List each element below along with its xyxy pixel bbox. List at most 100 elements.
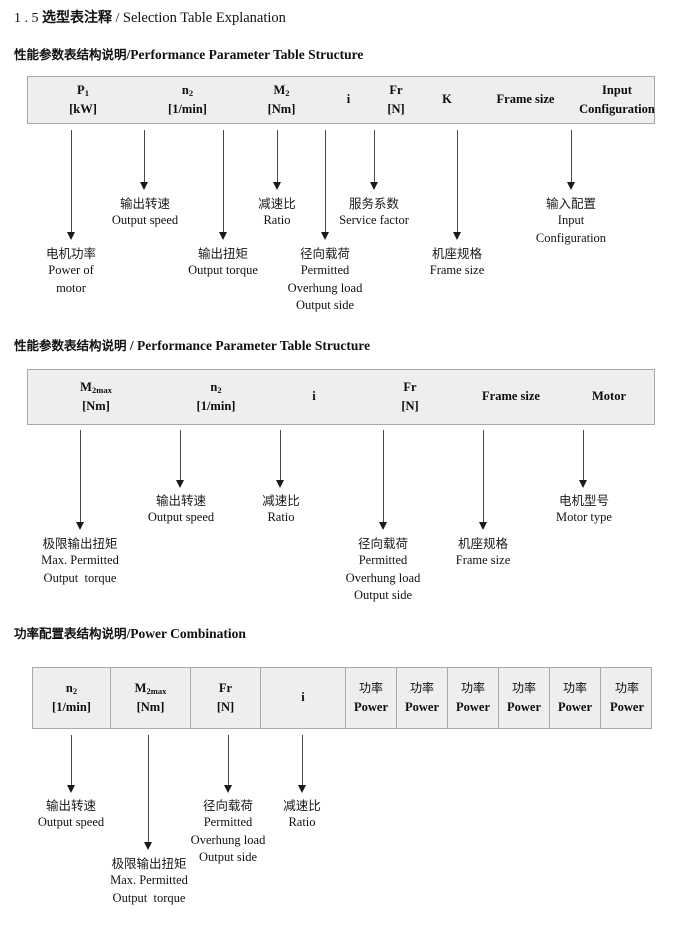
table-3-col-power-4: 功率 Power bbox=[499, 668, 550, 728]
table-3-col-i-symbol: i bbox=[301, 690, 305, 705]
annotation-ratio-3-cn: 减速比 bbox=[283, 798, 321, 813]
table-3-col-i: i bbox=[261, 668, 346, 728]
table-1-col-n2-unit: [1/min] bbox=[168, 102, 207, 116]
annotation-permitted-overhung-load-en-2: Overhung load bbox=[287, 280, 363, 295]
table-2-col-i-symbol: i bbox=[312, 389, 316, 404]
section-3-subheading-en: Power Combination bbox=[130, 626, 246, 641]
section-3-subheading-cn: 功率配置表结构说明 bbox=[14, 626, 127, 641]
table-1-col-frame-size-symbol: Frame size bbox=[496, 92, 555, 107]
table-1-col-fr: Fr [N] bbox=[371, 77, 421, 123]
arrow-to-permitted-overhung-load-3 bbox=[224, 735, 233, 793]
annotation-permitted-overhung-load-2-en-3: Output side bbox=[354, 587, 412, 602]
annotation-frame-size: 机座规格 Frame size bbox=[430, 245, 485, 280]
annotation-service-factor-cn: 服务系数 bbox=[348, 196, 400, 211]
annotation-permitted-overhung-load-2-en-2: Overhung load bbox=[345, 570, 421, 585]
arrow-to-ratio-3 bbox=[298, 735, 307, 793]
annotation-frame-size-2: 机座规格 Frame size bbox=[456, 535, 511, 570]
table-3-col-power-2: 功率 Power bbox=[397, 668, 448, 728]
table-1-col-p1-symbol: P1 bbox=[77, 82, 89, 98]
arrow-to-ratio bbox=[273, 130, 282, 190]
section-1-subheading-cn: 性能参数表结构说明 bbox=[14, 47, 127, 62]
annotation-output-speed-2-cn: 输出转速 bbox=[155, 493, 206, 508]
table-2-col-motor-symbol: Motor bbox=[591, 389, 626, 404]
arrow-to-service-factor bbox=[370, 130, 379, 190]
table-2-col-i: i bbox=[268, 370, 360, 424]
annotation-max-permitted-output-torque-cn: 极限输出扭矩 bbox=[42, 536, 118, 551]
table-2-col-n2-symbol: n2 bbox=[210, 379, 222, 395]
annotation-permitted-overhung-load-3-cn: 径向载荷 bbox=[202, 798, 254, 813]
table-2-col-n2-unit: [1/min] bbox=[196, 399, 236, 413]
table-1-col-k: K bbox=[421, 77, 473, 123]
annotation-ratio-3-en-1: Ratio bbox=[288, 815, 316, 830]
table-1-col-n2: n2 [1/min] bbox=[138, 77, 237, 123]
annotation-service-factor: 服务系数 Service factor bbox=[339, 195, 409, 230]
table-2-col-m2max: M2max [Nm] bbox=[28, 370, 164, 424]
annotation-output-speed-2: 输出转速 Output speed bbox=[148, 492, 214, 527]
arrow-to-permitted-overhung-load bbox=[321, 130, 330, 240]
page-title-number: 1 . 5 bbox=[14, 11, 39, 26]
section-1-subheading-sep: / bbox=[126, 47, 131, 62]
table-3-col-power-3-en: Power bbox=[455, 699, 490, 714]
annotation-power-of-motor-cn: 电机功率 bbox=[45, 246, 97, 261]
arrow-to-frame-size-2 bbox=[479, 430, 488, 530]
table-2-col-n2: n2 [1/min] bbox=[164, 370, 268, 424]
annotation-service-factor-en-1: Service factor bbox=[339, 213, 409, 228]
table-1-col-input-configuration-line1: Input bbox=[602, 82, 632, 97]
table-3-col-fr: Fr [N] bbox=[191, 668, 261, 728]
annotation-ratio-en-1: Ratio bbox=[263, 213, 291, 228]
table-3-col-power-6-en: Power bbox=[609, 699, 644, 714]
section-2-subheading: 性能参数表结构说明 / Performance Parameter Table … bbox=[14, 335, 370, 355]
annotation-ratio-3: 减速比 Ratio bbox=[283, 797, 321, 832]
annotation-max-permitted-output-torque-3-en-1: Max. Permitted bbox=[110, 873, 188, 888]
annotation-max-permitted-output-torque-3-cn: 极限输出扭矩 bbox=[111, 856, 187, 871]
annotation-motor-type-cn: 电机型号 bbox=[558, 493, 609, 508]
table-3-col-power-3: 功率 Power bbox=[448, 668, 499, 728]
table-3-col-m2max-symbol: M2max bbox=[134, 680, 167, 696]
annotation-permitted-overhung-load-2-cn: 径向载荷 bbox=[357, 536, 409, 551]
annotation-ratio-2-cn: 减速比 bbox=[262, 493, 300, 508]
table-1-col-k-symbol: K bbox=[442, 92, 452, 107]
annotation-max-permitted-output-torque: 极限输出扭矩 Max. Permitted Output torque bbox=[41, 535, 119, 587]
annotation-max-permitted-output-torque-en-1: Max. Permitted bbox=[41, 553, 119, 568]
table-1-col-m2-unit: [Nm] bbox=[267, 102, 296, 116]
annotation-permitted-overhung-load-3-en-3: Output side bbox=[199, 849, 257, 864]
annotation-frame-size-en-1: Frame size bbox=[429, 263, 485, 278]
page-title: 1 . 5 选型表注释 / Selection Table Explanatio… bbox=[14, 7, 286, 27]
table-3-col-power-6: 功率 Power bbox=[601, 668, 653, 728]
section-2-table: M2max [Nm] n2 [1/min] i Fr [N] Frame siz… bbox=[27, 369, 655, 425]
section-1-subheading-en: Performance Parameter Table Structure bbox=[130, 47, 364, 62]
table-2-col-m2max-unit: [Nm] bbox=[82, 399, 110, 413]
table-3-col-n2-unit: [1/min] bbox=[52, 700, 91, 714]
annotation-frame-size-cn: 机座规格 bbox=[431, 246, 482, 261]
annotation-ratio-2: 减速比 Ratio bbox=[262, 492, 300, 527]
table-3-col-power-4-cn: 功率 bbox=[511, 681, 536, 696]
annotation-permitted-overhung-load-cn: 径向载荷 bbox=[299, 246, 351, 261]
table-1-col-input-configuration-line2: Configuration bbox=[579, 102, 655, 116]
table-3-col-power-5-en: Power bbox=[557, 699, 592, 714]
annotation-frame-size-2-en-1: Frame size bbox=[455, 553, 511, 568]
arrow-to-frame-size bbox=[453, 130, 462, 240]
table-1-col-p1-unit: [kW] bbox=[69, 102, 97, 116]
section-3-subheading: 功率配置表结构说明/Power Combination bbox=[14, 623, 246, 643]
annotation-permitted-overhung-load-3-en-1: Permitted bbox=[203, 815, 253, 830]
annotation-permitted-overhung-load-3: 径向载荷 Permitted Overhung load Output side bbox=[191, 797, 266, 866]
annotation-input-configuration-en-2: Configuration bbox=[535, 230, 607, 245]
table-2-col-fr-symbol: Fr bbox=[403, 379, 417, 394]
annotation-permitted-overhung-load-3-en-2: Overhung load bbox=[190, 832, 266, 847]
annotation-max-permitted-output-torque-en-2: Output torque bbox=[43, 570, 117, 585]
annotation-max-permitted-output-torque-3-en-2: Output torque bbox=[112, 890, 186, 905]
table-1-col-fr-unit: [N] bbox=[387, 102, 405, 116]
annotation-frame-size-2-cn: 机座规格 bbox=[457, 536, 508, 551]
annotation-output-speed-3-en-1: Output speed bbox=[37, 815, 105, 830]
table-1-col-i-symbol: i bbox=[346, 92, 351, 107]
annotation-ratio: 减速比 Ratio bbox=[258, 195, 296, 230]
table-3-col-power-5: 功率 Power bbox=[550, 668, 601, 728]
annotation-output-torque: 输出扭矩 Output torque bbox=[188, 245, 258, 280]
page-title-cn: 选型表注释 bbox=[42, 10, 112, 26]
arrow-to-input-configuration bbox=[567, 130, 576, 190]
table-1-col-n2-symbol: n2 bbox=[181, 82, 194, 98]
annotation-output-torque-en-1: Output torque bbox=[188, 263, 258, 278]
annotation-motor-type: 电机型号 Motor type bbox=[556, 492, 612, 527]
annotation-ratio-cn: 减速比 bbox=[258, 196, 296, 211]
annotation-output-speed-cn: 输出转速 bbox=[119, 196, 170, 211]
